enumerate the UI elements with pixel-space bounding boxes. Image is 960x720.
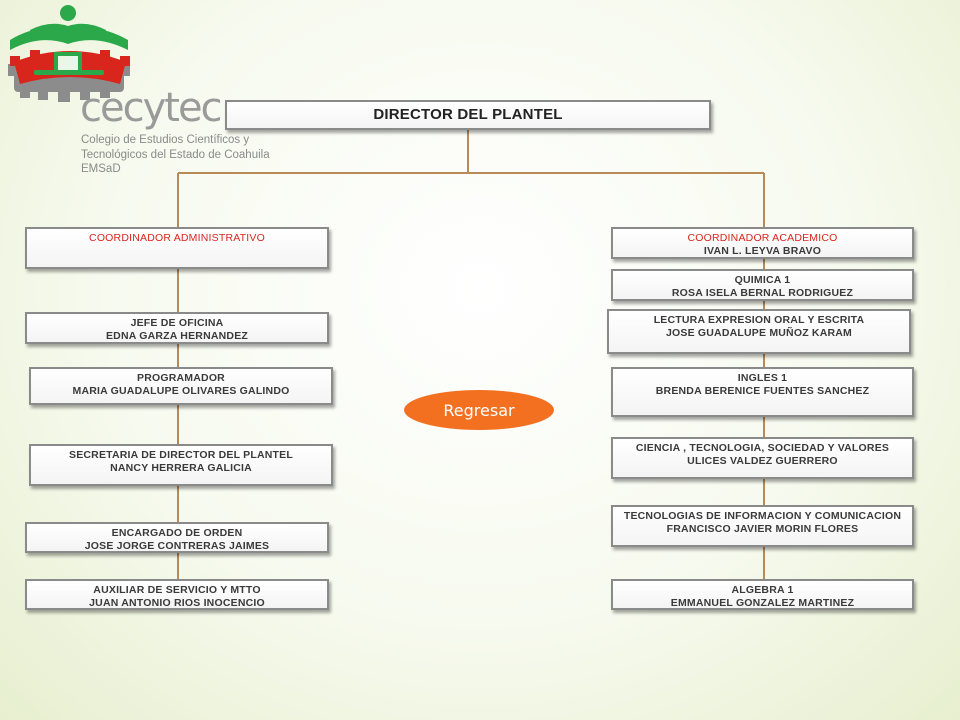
node-title: INGLES 1	[737, 372, 788, 384]
admin-node-box: AUXILIAR DE SERVICIO Y MTTO JUAN ANTONIO…	[25, 579, 329, 610]
back-button[interactable]: Regresar	[404, 390, 554, 430]
node-title: ALGEBRA 1	[731, 584, 794, 596]
node-name: JOSE GUADALUPE MUÑOZ KARAM	[665, 327, 853, 339]
node-name: FRANCISCO JAVIER MORIN FLORES	[666, 523, 859, 535]
admin-coordinator-box: COORDINADOR ADMINISTRATIVO	[25, 227, 329, 269]
academic-node-box: ALGEBRA 1 EMMANUEL GONZALEZ MARTINEZ	[611, 579, 914, 610]
logo-subtitle-line: Tecnológicos del Estado de Coahuila	[81, 148, 270, 161]
logo-subtitle-line: Colegio de Estudios Científicos y	[81, 134, 250, 146]
logo-subtitle-line: EMSaD	[81, 163, 121, 175]
logo-name: cecytec	[80, 85, 223, 131]
admin-node-box: JEFE DE OFICINA EDNA GARZA HERNANDEZ	[25, 312, 329, 344]
admin-node-box: PROGRAMADOR MARIA GUADALUPE OLIVARES GAL…	[29, 367, 333, 405]
node-name: IVAN L. LEYVA BRAVO	[703, 245, 822, 257]
admin-node-box: ENCARGADO DE ORDEN JOSE JORGE CONTRERAS …	[25, 522, 329, 553]
academic-node-box: LECTURA EXPRESION ORAL Y ESCRITA JOSE GU…	[607, 309, 911, 354]
node-title: SECRETARIA DE DIRECTOR DEL PLANTEL	[68, 449, 293, 461]
node-name: JOSE JORGE CONTRERAS JAIMES	[84, 540, 270, 552]
node-title: TECNOLOGIAS DE INFORMACION Y COMUNICACIO…	[623, 510, 902, 522]
node-name: MARIA GUADALUPE OLIVARES GALINDO	[72, 385, 290, 397]
node-title: PROGRAMADOR	[137, 372, 225, 384]
node-name: ULICES VALDEZ GUERRERO	[687, 455, 838, 467]
logo-emblem-icon	[8, 5, 130, 102]
admin-node-box: SECRETARIA DE DIRECTOR DEL PLANTEL NANCY…	[29, 444, 333, 486]
node-name: ROSA ISELA BERNAL RODRIGUEZ	[671, 287, 854, 299]
node-name: EMMANUEL GONZALEZ MARTINEZ	[670, 597, 855, 609]
academic-node-box: INGLES 1 BRENDA BERENICE FUENTES SANCHEZ	[611, 367, 914, 417]
node-title: COORDINADOR ADMINISTRATIVO	[89, 232, 265, 244]
node-name: NANCY HERRERA GALICIA	[110, 462, 252, 474]
node-title: LECTURA EXPRESION ORAL Y ESCRITA	[653, 314, 865, 326]
logo-subtitle: Colegio de Estudios Científicos y Tecnol…	[81, 133, 270, 177]
node-title: AUXILIAR DE SERVICIO Y MTTO	[93, 584, 261, 596]
node-name: JUAN ANTONIO RIOS INOCENCIO	[89, 597, 265, 609]
director-title: DIRECTOR DEL PLANTEL	[373, 106, 563, 123]
academic-coordinator-box: COORDINADOR ACADEMICO IVAN L. LEYVA BRAV…	[611, 227, 914, 259]
node-name: EDNA GARZA HERNANDEZ	[105, 330, 249, 342]
academic-node-box: CIENCIA , TECNOLOGIA, SOCIEDAD Y VALORES…	[611, 437, 914, 479]
academic-node-box: TECNOLOGIAS DE INFORMACION Y COMUNICACIO…	[611, 505, 914, 547]
node-title: JEFE DE OFICINA	[130, 317, 224, 329]
node-title: QUIMICA 1	[734, 274, 791, 286]
logo: cecytec Colegio de Estudios Científicos …	[0, 0, 290, 185]
node-title: COORDINADOR ACADEMICO	[687, 232, 838, 244]
node-name: BRENDA BERENICE FUENTES SANCHEZ	[655, 385, 870, 397]
academic-node-box: QUIMICA 1 ROSA ISELA BERNAL RODRIGUEZ	[611, 269, 914, 301]
node-title: ENCARGADO DE ORDEN	[111, 527, 243, 539]
node-title: CIENCIA , TECNOLOGIA, SOCIEDAD Y VALORES	[635, 442, 890, 454]
director-box: DIRECTOR DEL PLANTEL	[225, 100, 711, 130]
